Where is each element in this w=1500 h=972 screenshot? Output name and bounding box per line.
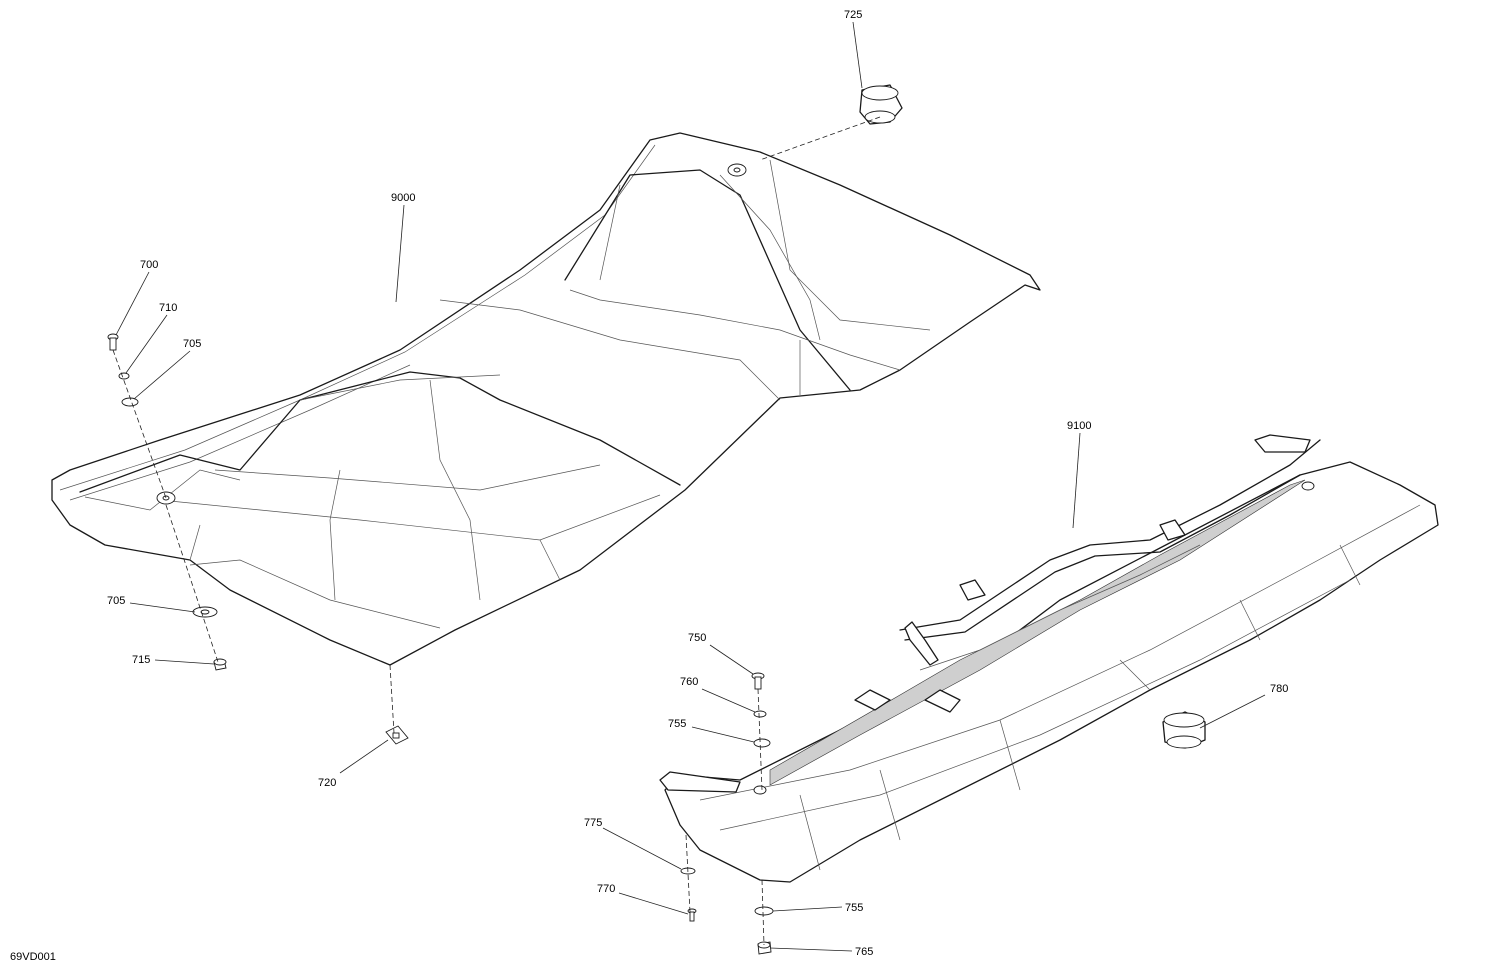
drawing-reference-code: 69VD001 — [10, 951, 56, 963]
washer-710 — [118, 372, 130, 380]
callout-9100: 9100 — [1067, 420, 1091, 432]
nut-715 — [213, 658, 227, 671]
clamp-780 — [1162, 711, 1206, 749]
callout-705-top: 705 — [183, 338, 201, 350]
clamp-725 — [859, 84, 903, 125]
screw-750 — [751, 672, 765, 690]
callout-755-upper: 755 — [668, 718, 686, 730]
callout-720: 720 — [318, 777, 336, 789]
screw-700 — [107, 333, 119, 351]
callout-9000: 9000 — [391, 192, 415, 204]
callout-labels: 725 9000 700 710 705 705 715 720 9100 75… — [107, 9, 1288, 958]
callout-775: 775 — [584, 817, 602, 829]
nut-760 — [753, 710, 767, 718]
assembly-axis-lines — [112, 116, 881, 946]
callout-780: 780 — [1270, 683, 1288, 695]
screw-770 — [687, 908, 697, 922]
upper-panel-9000 — [51, 132, 1041, 666]
washer-755-lower — [754, 906, 774, 916]
callout-700: 700 — [140, 259, 158, 271]
clip-nut-720 — [385, 725, 409, 745]
callout-760: 760 — [680, 676, 698, 688]
callout-755-lower: 755 — [845, 902, 863, 914]
callout-705-lower: 705 — [107, 595, 125, 607]
callout-710: 710 — [159, 302, 177, 314]
callout-725: 725 — [844, 9, 862, 21]
callout-770: 770 — [597, 883, 615, 895]
callout-765: 765 — [855, 946, 873, 958]
callout-750: 750 — [688, 632, 706, 644]
callout-715: 715 — [132, 654, 150, 666]
washer-755-upper — [753, 738, 771, 748]
lower-panel-9100 — [659, 434, 1439, 883]
washer-705-top — [121, 397, 139, 407]
nut-765 — [757, 941, 772, 955]
leader-lines — [115, 21, 1266, 952]
